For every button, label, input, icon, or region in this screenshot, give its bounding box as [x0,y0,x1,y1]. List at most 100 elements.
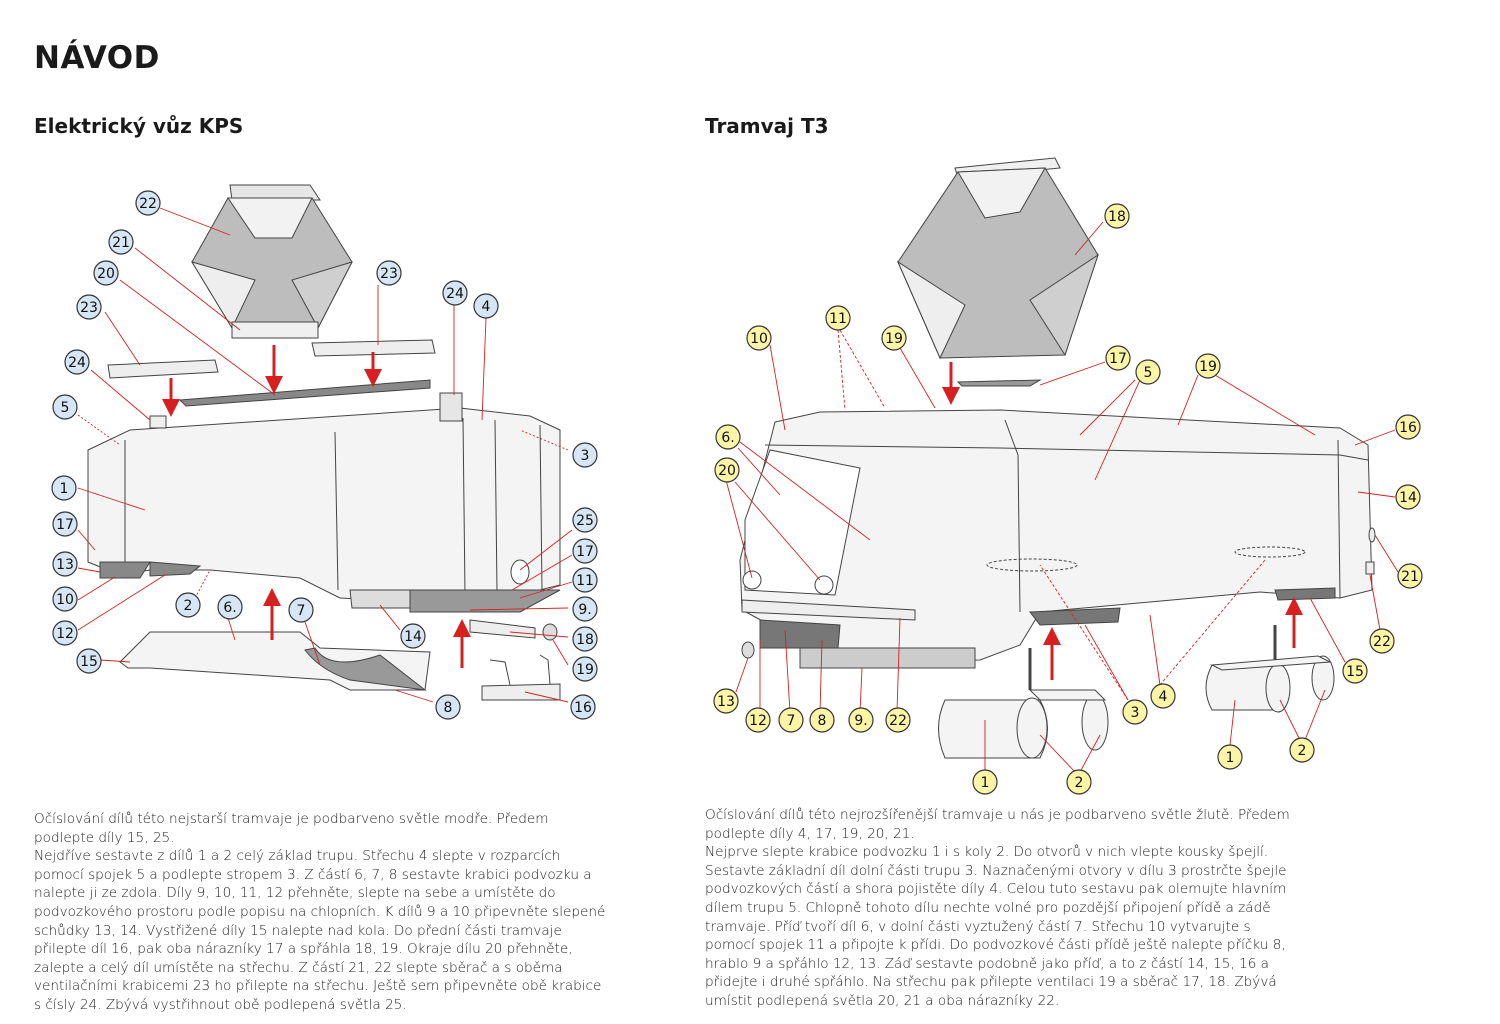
svg-text:14: 14 [1399,490,1417,506]
svg-text:14: 14 [404,629,422,645]
kps-label-21: 21 [108,229,134,255]
kps-pantograph-box [190,184,353,339]
leader-lines [77,207,1399,773]
kps-label-2: 2 [175,592,201,618]
svg-text:3: 3 [581,448,590,464]
svg-text:16: 16 [1399,420,1417,436]
t3-label-2: 2 [1289,737,1315,763]
t3-roof-plate [956,379,1042,387]
svg-text:17: 17 [56,517,74,533]
t3-instructions-steps: Nejprve slepte krabice podvozku 1 i s ko… [705,844,1287,1009]
svg-text:2: 2 [1298,743,1307,759]
svg-text:18: 18 [1108,209,1126,225]
svg-text:12: 12 [749,713,767,729]
svg-text:23: 23 [80,300,98,316]
kps-label-24: 24 [64,349,90,375]
t3-label-12: 12 [745,707,771,733]
kps-label-14: 14 [400,623,426,649]
kps-body [87,392,561,613]
kps-label-11: 11 [572,567,598,593]
svg-text:5: 5 [1144,365,1153,381]
t3-label-22: 22 [1369,628,1395,654]
svg-text:19: 19 [576,662,594,678]
t3-label-10: 10 [746,325,772,351]
svg-text:10: 10 [750,331,768,347]
svg-text:20: 20 [97,266,115,282]
t3-bogie-front [938,648,1109,759]
page-title: NÁVOD [34,40,160,76]
kps-instructions-intro: Očíslování dílů této nejstarší tramvaje … [34,811,549,846]
svg-text:25: 25 [576,513,594,529]
svg-text:21: 21 [112,235,130,251]
t3-pantograph-box [896,157,1099,360]
svg-text:22: 22 [139,196,157,212]
kps-label-22: 22 [135,190,161,216]
kps-label-19: 19 [572,656,598,682]
svg-text:7: 7 [787,713,796,729]
svg-text:16: 16 [574,700,592,716]
svg-text:22: 22 [1373,634,1391,650]
kps-coupler [469,619,536,639]
svg-text:9.: 9. [578,602,591,618]
svg-text:21: 21 [1401,569,1419,585]
svg-text:20: 20 [718,463,736,479]
t3-label-7: 7 [778,707,804,733]
section-title-t3: Tramvaj T3 [705,114,829,138]
t3-label-19: 19 [1195,353,1221,379]
svg-text:23: 23 [380,266,398,282]
svg-text:13: 13 [56,557,74,573]
kps-label-9: 9. [572,596,598,622]
svg-text:6.: 6. [721,430,734,446]
t3-label-5: 5 [1135,359,1161,385]
svg-text:24: 24 [68,355,86,371]
kps-instructions: Očíslování dílů této nejstarší tramvaje … [34,810,609,1015]
svg-text:2: 2 [184,598,193,614]
svg-text:1: 1 [1226,750,1235,766]
svg-text:3: 3 [1131,705,1140,721]
kps-label-6: 6. [217,594,243,620]
kps-label-23: 23 [376,260,402,286]
t3-instructions-intro: Očíslování dílů této nejrozšířenější tra… [705,807,1290,842]
svg-text:6.: 6. [223,600,236,616]
t3-label-15: 15 [1342,658,1368,684]
svg-text:1: 1 [60,481,69,497]
svg-text:12: 12 [56,626,74,642]
svg-text:15: 15 [1346,664,1364,680]
t3-label-1: 1 [972,769,998,795]
t3-label-13: 13 [713,688,739,714]
svg-text:19: 19 [1199,359,1217,375]
svg-text:17: 17 [576,544,594,560]
t3-bogie-rear [1205,625,1335,713]
kps-label-3: 3 [572,442,598,468]
t3-label-21: 21 [1397,563,1423,589]
t3-label-22: 22 [885,707,911,733]
svg-text:4: 4 [1159,689,1168,705]
t3-label-9: 9. [848,707,874,733]
kps-label-16: 16 [570,694,596,720]
assembly-diagrams: 2221202323244245311713101226.72517119.14… [51,157,1423,795]
kps-drawing [87,184,561,701]
kps-label-5: 5 [52,394,78,420]
svg-text:24: 24 [446,286,464,302]
kps-roof-strip [178,379,431,407]
t3-label-18: 18 [1104,203,1130,229]
svg-text:8: 8 [818,713,827,729]
kps-label-13: 13 [52,551,78,577]
kps-label-20: 20 [93,260,119,286]
t3-assembly-arrows [942,362,1303,680]
kps-buffer [542,623,558,641]
kps-label-12: 12 [52,620,78,646]
svg-text:1: 1 [981,775,990,791]
t3-drawing [739,157,1376,759]
kps-label-18: 18 [572,626,598,652]
kps-wheel-cover [304,647,427,691]
kps-vent-box-left [107,359,219,379]
t3-body [739,409,1376,669]
kps-assembly-arrows [162,345,471,668]
svg-text:7: 7 [297,603,306,619]
kps-label-8: 8 [435,694,461,720]
svg-text:22: 22 [889,713,907,729]
t3-label-8: 8 [809,707,835,733]
kps-label-17: 17 [52,511,78,537]
